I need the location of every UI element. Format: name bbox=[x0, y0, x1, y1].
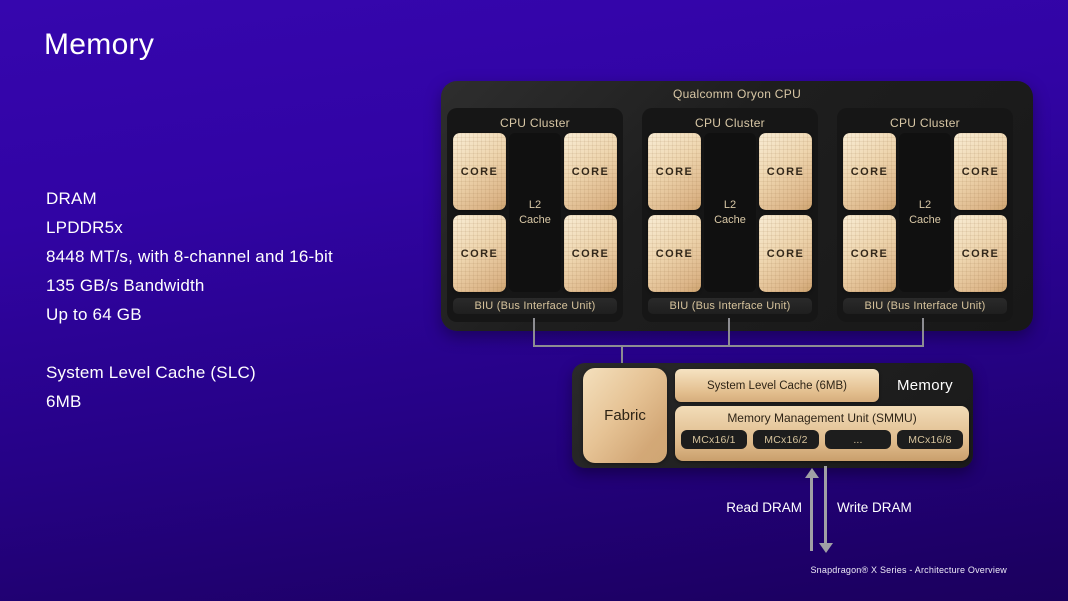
core-block: CORE bbox=[759, 215, 812, 292]
biu-bar: BIU (Bus Interface Unit) bbox=[648, 298, 812, 314]
l2-cache-label-line2: Cache bbox=[909, 213, 941, 226]
memory-channel-block: MCx16/1 bbox=[681, 430, 747, 449]
l2-cache-label-line1: L2 bbox=[723, 198, 737, 211]
l2-cache-block: L2 Cache bbox=[509, 133, 561, 292]
core-block: CORE bbox=[843, 215, 896, 292]
cpu-cluster-1: CPU Cluster CORE L2 Cache CORE CORE CORE… bbox=[447, 108, 623, 322]
system-level-cache-bar: System Level Cache (6MB) bbox=[675, 369, 879, 402]
memory-specs-text: DRAM LPDDR5x 8448 MT/s, with 8-channel a… bbox=[46, 184, 333, 416]
page-title: Memory bbox=[44, 28, 155, 61]
write-dram-arrow-shaft bbox=[824, 466, 827, 544]
cluster-core-grid: CORE L2 Cache CORE CORE CORE bbox=[648, 133, 812, 292]
write-dram-label: Write DRAM bbox=[837, 500, 912, 515]
core-block: CORE bbox=[759, 133, 812, 210]
slc-heading: System Level Cache (SLC) bbox=[46, 363, 256, 382]
core-block: CORE bbox=[843, 133, 896, 210]
dram-spec-line: Up to 64 GB bbox=[46, 305, 142, 324]
core-block: CORE bbox=[954, 215, 1007, 292]
l2-cache-block: L2 Cache bbox=[704, 133, 756, 292]
dram-spec-line: LPDDR5x bbox=[46, 218, 123, 237]
arrow-down-icon bbox=[819, 543, 833, 553]
core-block: CORE bbox=[648, 215, 701, 292]
connector-line bbox=[922, 318, 924, 347]
arrow-up-icon bbox=[805, 468, 819, 478]
core-block: CORE bbox=[453, 215, 506, 292]
connector-line bbox=[728, 318, 730, 347]
oryon-cpu-block: Qualcomm Oryon CPU CPU Cluster CORE L2 C… bbox=[441, 81, 1033, 331]
smmu-block: Memory Management Unit (SMMU) MCx16/1 MC… bbox=[675, 406, 969, 461]
memory-channel-block: MCx16/2 bbox=[753, 430, 819, 449]
memory-subsystem-block: Fabric System Level Cache (6MB) Memory M… bbox=[572, 363, 973, 468]
l2-cache-label-line2: Cache bbox=[714, 213, 746, 226]
cpu-cluster-2: CPU Cluster CORE L2 Cache CORE CORE CORE… bbox=[642, 108, 818, 322]
slc-spec-line: 6MB bbox=[46, 392, 82, 411]
l2-cache-label-line1: L2 bbox=[918, 198, 932, 211]
l2-cache-label-line1: L2 bbox=[528, 198, 542, 211]
cpu-cluster-title: CPU Cluster bbox=[890, 116, 960, 130]
l2-cache-block: L2 Cache bbox=[899, 133, 951, 292]
l2-cache-label-line2: Cache bbox=[519, 213, 551, 226]
fabric-block: Fabric bbox=[583, 368, 667, 463]
dram-heading: DRAM bbox=[46, 189, 97, 208]
biu-bar: BIU (Bus Interface Unit) bbox=[453, 298, 617, 314]
core-block: CORE bbox=[954, 133, 1007, 210]
connector-line bbox=[533, 345, 924, 347]
oryon-cpu-title: Qualcomm Oryon CPU bbox=[672, 87, 802, 101]
cpu-clusters-row: CPU Cluster CORE L2 Cache CORE CORE CORE… bbox=[447, 108, 1013, 322]
read-dram-label: Read DRAM bbox=[726, 500, 802, 515]
dram-spec-line: 135 GB/s Bandwidth bbox=[46, 276, 205, 295]
cpu-cluster-3: CPU Cluster CORE L2 Cache CORE CORE CORE… bbox=[837, 108, 1013, 322]
cluster-core-grid: CORE L2 Cache CORE CORE CORE bbox=[843, 133, 1007, 292]
core-block: CORE bbox=[564, 133, 617, 210]
smmu-title: Memory Management Unit (SMMU) bbox=[727, 411, 917, 425]
text-spacer bbox=[46, 329, 333, 358]
core-block: CORE bbox=[564, 215, 617, 292]
dram-spec-line: 8448 MT/s, with 8-channel and 16-bit bbox=[46, 247, 333, 266]
memory-channel-ellipsis-block: ... bbox=[825, 430, 891, 449]
memory-channels-row: MCx16/1 MCx16/2 ... MCx16/8 bbox=[681, 430, 963, 449]
memory-label: Memory bbox=[897, 377, 953, 394]
footer-text: Snapdragon® X Series - Architecture Over… bbox=[810, 565, 1007, 575]
cluster-core-grid: CORE L2 Cache CORE CORE CORE bbox=[453, 133, 617, 292]
core-block: CORE bbox=[648, 133, 701, 210]
memory-channel-block: MCx16/8 bbox=[897, 430, 963, 449]
cpu-cluster-title: CPU Cluster bbox=[500, 116, 570, 130]
core-block: CORE bbox=[453, 133, 506, 210]
connector-line bbox=[621, 345, 623, 366]
connector-line bbox=[533, 318, 535, 347]
cpu-cluster-title: CPU Cluster bbox=[695, 116, 765, 130]
read-dram-arrow-shaft bbox=[810, 477, 813, 551]
biu-bar: BIU (Bus Interface Unit) bbox=[843, 298, 1007, 314]
